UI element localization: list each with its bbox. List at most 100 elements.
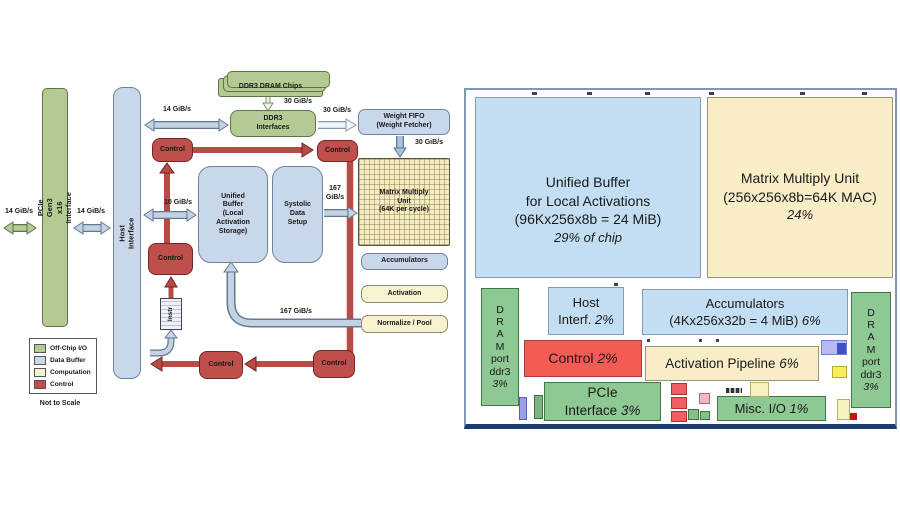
- arrow-control-bottom-right: [244, 356, 314, 372]
- die-floorplan: Unified Buffer for Local Activations (96…: [464, 88, 897, 429]
- legend-label: Control: [50, 380, 74, 388]
- fp-pcie-l2: Interface 3%: [564, 402, 641, 418]
- fp-acc-l1: Accumulators: [705, 295, 785, 311]
- fp-control-label: Control 2%: [548, 350, 618, 367]
- fp-pin-dashes: [726, 388, 742, 393]
- fp-small-block-red: [671, 397, 687, 409]
- fp-dram-port-pct: 3%: [492, 377, 508, 390]
- tick-mark: [532, 92, 537, 95]
- bw-label-167gib-loop: 167 GiB/s: [280, 308, 312, 315]
- control-box-1: Control: [152, 138, 193, 162]
- unified-buffer-label: Unified Buffer (Local Activation Storage…: [216, 192, 250, 235]
- ddr3-dram-chips-label: DDR3 DRAM Chips: [238, 83, 303, 91]
- activation-box: Activation: [361, 285, 448, 303]
- fp-mmu-pct: 24%: [786, 207, 814, 223]
- tick-mark: [647, 339, 650, 342]
- arrow-control-bottom-left: [150, 356, 200, 372]
- ddr3-interfaces-box: DDR3 Interfaces: [230, 110, 316, 137]
- arrow-pcie-left-14gib: [3, 221, 37, 235]
- tick-mark: [699, 339, 702, 342]
- weight-fifo-label: Weight FIFO (Weight Fetcher): [376, 113, 432, 129]
- fp-host-pct: 2%: [595, 312, 614, 327]
- control-box-5: Control: [313, 350, 355, 378]
- instr-label: Instr: [166, 306, 174, 322]
- tick-mark: [716, 339, 719, 342]
- control-label: Control: [160, 145, 185, 153]
- weight-fifo-box: Weight FIFO (Weight Fetcher): [358, 109, 450, 135]
- fp-acc-l2: (4Kx256x32b = 4 MiB) 6%: [669, 313, 821, 328]
- fp-misc-io: Misc. I/O 1%: [717, 396, 826, 421]
- ddr3-dram-chips-box: DDR3 DRAM Chips: [218, 78, 323, 97]
- host-interface-box: Host Interface: [113, 87, 141, 379]
- fp-unified-buffer: Unified Buffer for Local Activations (96…: [475, 97, 701, 278]
- fp-small-block-pink: [699, 393, 710, 404]
- arrow-host-instr: [150, 329, 178, 357]
- matrix-multiply-unit-label: Matrix Multiply Unit (64K per cycle): [379, 188, 429, 214]
- bw-label-167gib-systolic: 167 GiB/s: [325, 185, 345, 202]
- fp-unified-buffer-pct: 29% of chip: [554, 229, 622, 245]
- legend-row: Computation: [34, 366, 92, 378]
- fp-activation-label: Activation Pipeline 6%: [665, 355, 799, 371]
- fp-small-block-green: [534, 395, 543, 419]
- fp-control: Control 2%: [524, 340, 642, 377]
- tick-mark: [645, 92, 650, 95]
- fp-accumulators: Accumulators (4Kx256x32b = 4 MiB) 6%: [642, 289, 848, 335]
- fp-small-block-yellow: [832, 366, 847, 378]
- fp-dram-port-left: D R A M port ddr3 3%: [481, 288, 519, 406]
- fp-host-l1: Host: [572, 294, 600, 310]
- accumulators-box: Accumulators: [361, 253, 448, 270]
- arrow-control-up: [159, 162, 175, 245]
- fp-misc-pct: 1%: [789, 400, 809, 416]
- legend: Off-Chip I/O Data Buffer Computation Con…: [29, 338, 97, 394]
- bw-label-30gib-mmu: 30 GiB/s: [414, 139, 443, 146]
- bw-label-14gib-mid: 14 GiB/s: [76, 208, 105, 215]
- fp-unified-buffer-label: Unified Buffer for Local Activations (96…: [514, 174, 662, 228]
- normalize-pool-box: Normalize / Pool: [361, 315, 448, 333]
- legend-swatch-control: [34, 379, 46, 389]
- bw-label-14gib-left: 14 GiB/s: [4, 208, 33, 215]
- fp-small-block-yellow: [837, 399, 850, 420]
- control-label: Control: [208, 360, 234, 368]
- fp-small-block-red-dot: [850, 413, 857, 420]
- fp-activation-pct: 6%: [779, 355, 799, 371]
- pcie-interface-label: PCIe Gen3 x16 Interface: [36, 191, 74, 224]
- fp-activation-pipeline: Activation Pipeline 6%: [645, 346, 819, 381]
- systolic-data-setup-label: Systolic Data Setup: [284, 201, 311, 226]
- control-box-2: Control: [148, 243, 193, 275]
- arrow-host-buffer-10gib: [143, 208, 197, 222]
- fp-acc-pct: 6%: [801, 313, 821, 328]
- matrix-multiply-unit-box: Matrix Multiply Unit (64K per cycle): [358, 158, 450, 246]
- fp-small-block-blue: [519, 397, 527, 420]
- bw-label-30gib-fifo: 30 GiB/s: [322, 107, 351, 114]
- fp-small-block-green: [700, 411, 710, 420]
- legend-swatch-computation: [34, 367, 46, 377]
- fp-control-pct: 2%: [597, 350, 618, 367]
- legend-label: Off-Chip I/O: [50, 344, 87, 352]
- tick-mark: [709, 92, 714, 95]
- arrow-pcie-host-14gib: [73, 221, 111, 235]
- bw-label-10gib: 10 GiB/s: [163, 199, 192, 206]
- arrow-control-top: [192, 142, 314, 158]
- fp-pcie-interface: PCIe Interface 3%: [544, 382, 661, 421]
- arrow-systolic-mmu-167gib: [324, 206, 358, 220]
- ddr3-interfaces-label: DDR3 Interfaces: [256, 114, 290, 131]
- not-to-scale-note: Not to Scale: [39, 400, 81, 407]
- fp-dram-port-pct: 3%: [863, 380, 879, 393]
- legend-row: Data Buffer: [34, 354, 92, 366]
- control-box-4: Control: [199, 351, 243, 379]
- fp-mmu-label: Matrix Multiply Unit (256x256x8b=64K MAC…: [723, 170, 877, 205]
- tick-mark: [862, 92, 867, 95]
- arrow-normalize-buffer-167gib: [223, 261, 361, 328]
- fp-small-block-red: [671, 411, 687, 422]
- tick-mark: [614, 283, 618, 286]
- pcie-interface-box: PCIe Gen3 x16 Interface: [36, 88, 73, 327]
- arrow-weightfifo-mmu-30gib: [393, 136, 407, 158]
- instr-queue-box: Instr: [160, 298, 182, 330]
- fp-host-interface: Host Interf. 2%: [548, 287, 624, 335]
- host-interface-label: Host Interface: [117, 217, 137, 249]
- bw-label-30gib-dram: 30 GiB/s: [283, 98, 312, 105]
- control-label: Control: [321, 359, 347, 367]
- fp-dram-port-label: D R A M port ddr3: [489, 303, 511, 378]
